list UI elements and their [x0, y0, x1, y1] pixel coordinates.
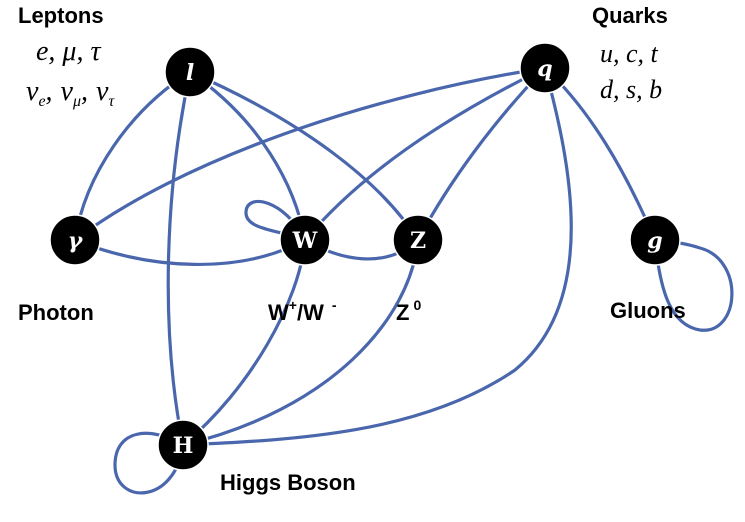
nu-mu-symbol: ν	[61, 76, 74, 107]
node-w-label: W	[292, 228, 318, 254]
node-gluon-label: g	[647, 228, 662, 254]
node-lepton: l	[164, 46, 216, 98]
nu-e-symbol: ν	[26, 76, 39, 107]
nu-sep-2: ,	[81, 76, 88, 107]
edge-lepton-higgs	[166, 70, 192, 447]
edge-lepton-z	[188, 70, 420, 242]
gluons-label: Gluons	[610, 298, 686, 323]
w-label-slash: /W	[297, 300, 324, 325]
edge-z-higgs	[181, 238, 420, 447]
node-z-label: Z	[410, 228, 426, 254]
w-label-main: W	[268, 300, 289, 325]
node-photon-label: γ	[68, 228, 84, 254]
node-quark-label: q	[537, 56, 552, 82]
edge-w-self-loop	[244, 199, 307, 242]
z-label-main: Z	[396, 300, 409, 325]
edge-photon-w	[73, 238, 307, 266]
quark-row-2: d, s, b	[600, 75, 662, 104]
lepton-row-1: e, μ, τ	[36, 36, 101, 67]
leptons-label: Leptons	[18, 3, 104, 28]
edge-higgs-self-loop	[113, 431, 185, 495]
edge-gluon-self-loop	[653, 238, 734, 332]
nu-tau-symbol: ν	[96, 76, 109, 107]
interaction-edges	[73, 66, 734, 495]
w-boson-label: W+/W-	[268, 297, 337, 325]
node-lepton-label: l	[186, 60, 194, 86]
edge-quark-z	[416, 66, 547, 242]
node-quark: q	[519, 42, 571, 94]
edge-quark-photon	[73, 66, 547, 242]
quarks-label: Quarks	[592, 3, 668, 28]
node-photon: γ	[49, 214, 101, 266]
node-higgs: H	[157, 419, 209, 471]
node-higgs-label: H	[173, 433, 194, 459]
node-gluon: g	[629, 214, 681, 266]
photon-label: Photon	[18, 300, 94, 325]
w-label-minus: -	[332, 297, 337, 313]
higgs-label: Higgs Boson	[220, 470, 356, 495]
quark-row-1: u, c, t	[600, 39, 659, 68]
nu-sep-1: ,	[46, 76, 53, 107]
node-z: Z	[392, 214, 444, 266]
edge-w-higgs	[181, 238, 307, 447]
lepton-row-2: νe,νμ,ντ	[26, 76, 115, 110]
nu-e-sub: e	[38, 93, 45, 110]
z-label-sup: 0	[413, 297, 421, 313]
nu-mu-sub: μ	[72, 93, 81, 110]
nu-tau-sub: τ	[108, 93, 115, 110]
edge-lepton-photon	[73, 70, 192, 242]
edge-quark-higgs	[181, 66, 573, 447]
w-label-plus: +	[289, 297, 297, 313]
node-w: W	[279, 214, 331, 266]
edge-quark-w	[303, 66, 547, 242]
